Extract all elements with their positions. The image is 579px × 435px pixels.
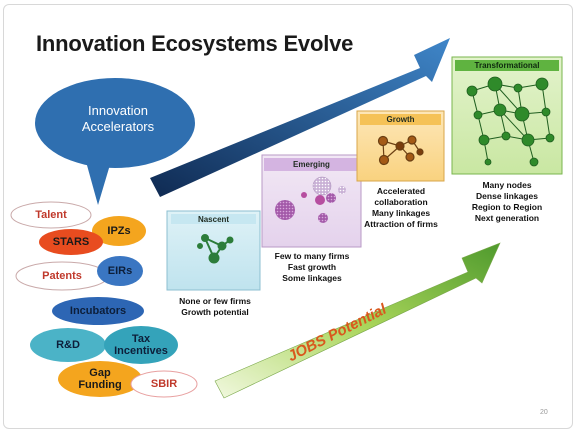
growth-title: Growth [386, 115, 415, 124]
emerging-title: Emerging [293, 160, 330, 169]
emerging-caption-line: Few to many firms [274, 251, 350, 261]
patents-label: Patents [42, 270, 82, 282]
incubators-bubble [52, 297, 144, 325]
incubators-label: Incubators [69, 305, 127, 317]
sbir-label: SBIR [150, 378, 178, 390]
talent-label: Talent [35, 209, 67, 221]
accelerators-speech-bubble [35, 78, 195, 205]
transformational-caption-line: Region to Region [471, 202, 543, 212]
emerging-caption-line: Fast growth [287, 262, 337, 272]
gap-funding-bubble [58, 361, 142, 397]
emerging-caption-line: Some linkages [282, 273, 342, 283]
jobs-potential-arrow [214, 242, 501, 399]
transformational-caption-line: Many nodes [482, 180, 532, 190]
nascent-network-graphic [197, 234, 234, 264]
transformational-caption-line: Dense linkages [476, 191, 538, 201]
transformational-caption: Many nodes Dense linkages Region to Regi… [452, 180, 562, 224]
growth-caption-line: Attraction of firms [364, 219, 438, 229]
ipzs-bubble [92, 216, 146, 246]
nascent-title: Nascent [197, 215, 230, 224]
emerging-stage [261, 154, 362, 248]
transformational-title: Transformational [474, 61, 540, 70]
stars-bubble [39, 229, 103, 255]
growth-caption-line: collaboration [374, 197, 428, 207]
sbir-bubble [130, 370, 198, 398]
growth-caption-line: Accelerated [376, 186, 426, 196]
accelerators-heading: Innovation Accelerators [58, 103, 178, 135]
growth-caption: Accelerated collaboration Many linkages … [357, 186, 445, 230]
slide-frame [3, 4, 573, 429]
gap-funding-label: Gap Funding [78, 367, 122, 391]
trajectory-arrow [150, 38, 450, 197]
transformational-caption-line: Next generation [474, 213, 540, 223]
transformational-stage [451, 56, 563, 175]
transformational-nodes [466, 76, 555, 167]
growth-caption-line: Many linkages [371, 208, 431, 218]
accelerators-heading-line1: Innovation [88, 103, 148, 118]
rd-label: R&D [56, 339, 80, 351]
nascent-caption-line: None or few firms [179, 296, 251, 306]
accelerators-heading-line2: Accelerators [81, 119, 155, 134]
emerging-caption: Few to many firms Fast growth Some linka… [262, 251, 362, 284]
eirs-bubble [97, 256, 143, 286]
talent-bubble [10, 201, 92, 229]
eirs-label: EIRs [107, 265, 133, 277]
slide-title: Innovation Ecosystems Evolve [36, 31, 354, 56]
tax-incentives-bubble [104, 326, 178, 364]
growth-stage [356, 110, 445, 182]
emerging-cluster-graphic [275, 176, 346, 223]
page-number: 20 [540, 409, 548, 416]
rd-bubble [30, 328, 106, 362]
stars-label: STARS [52, 236, 90, 248]
tax-incentives-label: Tax Incentives [114, 333, 168, 357]
nascent-caption-line: Growth potential [181, 307, 249, 317]
nascent-stage [166, 210, 261, 291]
nascent-caption: None or few firms Growth potential [170, 296, 260, 318]
ipzs-label: IPZs [107, 225, 131, 237]
growth-network-graphic [377, 135, 424, 166]
